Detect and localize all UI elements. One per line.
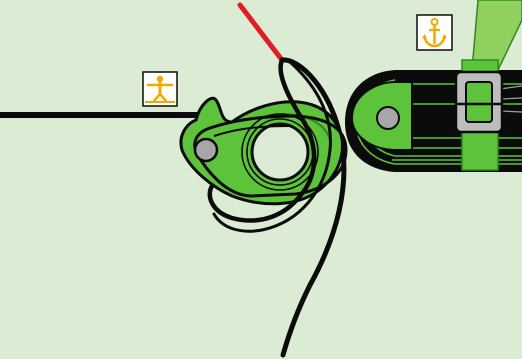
rope-back-loop xyxy=(279,57,347,358)
anchor-icon xyxy=(416,14,453,51)
anchor-strap xyxy=(471,0,522,71)
front-pin xyxy=(193,137,219,163)
anchor-buckle xyxy=(454,59,504,171)
slackline xyxy=(0,112,210,118)
rope-front-loop xyxy=(207,57,317,223)
red-line-tail xyxy=(237,2,285,63)
slackliner-icon xyxy=(142,71,178,107)
rear-roller xyxy=(350,81,413,151)
